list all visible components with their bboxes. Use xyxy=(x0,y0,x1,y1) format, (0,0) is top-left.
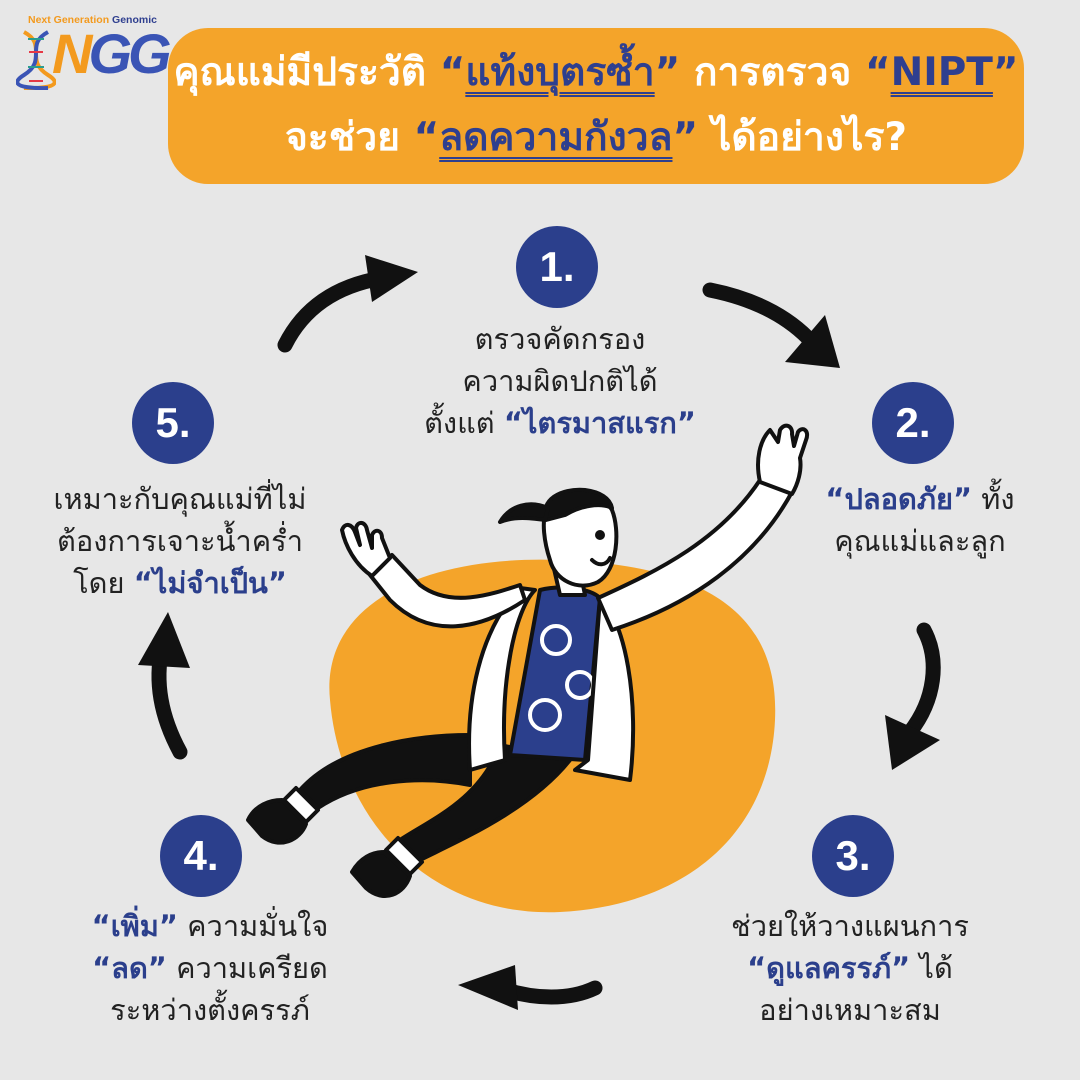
step-5-line-3: โดย “ไม่จำเป็น” xyxy=(10,562,350,604)
step-2-number: 2. xyxy=(872,382,954,464)
arrow-step1-to-step2 xyxy=(702,282,816,346)
step-4-line-2: “ลด” ความเครียด xyxy=(40,947,380,989)
title-line2-post: ได้อย่างไร? xyxy=(698,115,908,160)
step-1-text: ตรวจคัดกรอง ความผิดปกติได้ ตั้งแต่ “ไตรม… xyxy=(370,318,750,444)
title-highlight-nipt: NIPT xyxy=(890,50,993,95)
arrowhead-5 xyxy=(365,255,418,302)
logo-tagline: Next Generation Genomic xyxy=(28,14,157,26)
arrow-heads xyxy=(138,255,940,1010)
step-3-line-3: อย่างเหมาะสม xyxy=(759,993,941,1027)
logo-mark: NGG xyxy=(52,22,172,85)
dna-helix-icon xyxy=(16,30,56,90)
step-4-number: 4. xyxy=(160,815,242,897)
step-3-text: ช่วยให้วางแผนการ “ดูแลครรภ์” ได้ อย่างเห… xyxy=(680,905,1020,1031)
title-line-1: คุณแม่มีประวัติ “แท้งบุตรซ้ำ” การตรวจ “N… xyxy=(168,50,1024,96)
step-1-number: 1. xyxy=(516,226,598,308)
logo-tagline-part1: Next Generation xyxy=(28,14,113,26)
step-5-emphasis: “ไม่จำเป็น” xyxy=(133,566,287,600)
step-3-line-2: “ดูแลครรภ์” ได้ xyxy=(680,947,1020,989)
title-quote: “ xyxy=(439,50,466,95)
step-3-number: 3. xyxy=(812,815,894,897)
step-2-line-1-post: ทั้ง xyxy=(972,482,1015,516)
title-quote: ” xyxy=(654,50,681,95)
step-2-line-1: “ปลอดภัย” ทั้ง xyxy=(760,478,1080,520)
title-quote: “ xyxy=(864,50,891,95)
title-highlight-recurrent-miscarriage: แท้งบุตรซ้ำ xyxy=(465,50,655,95)
arrowhead-4 xyxy=(138,612,190,668)
step-3-line-2-post: ได้ xyxy=(910,951,953,985)
step-5-number: 5. xyxy=(132,382,214,464)
step-4-line-1-post: ความมั่นใจ xyxy=(177,909,329,943)
step-1-emphasis: “ไตรมาสแรก” xyxy=(503,406,696,440)
title-line1-pre: คุณแม่มีประวัติ xyxy=(173,50,440,95)
title-banner xyxy=(168,28,1024,184)
title-line-2: จะช่วย “ลดความกังวล” ได้อย่างไร? xyxy=(168,115,1024,161)
figure-ponytail xyxy=(498,502,550,524)
step-5-line-1: เหมาะกับคุณแม่ที่ไม่ xyxy=(53,482,307,516)
step-2-line-2: คุณแม่และลูก xyxy=(834,524,1006,558)
step-4-line-1: “เพิ่ม” ความมั่นใจ xyxy=(40,905,380,947)
figure-hand-left xyxy=(340,521,392,578)
logo-mark-gg: GG xyxy=(88,22,171,85)
title-quote: ” xyxy=(992,50,1019,95)
logo-mark-n: N xyxy=(52,22,93,85)
step-5-line-3-pre: โดย xyxy=(73,566,134,600)
step-3-line-1: ช่วยให้วางแผนการ xyxy=(731,909,969,943)
figure-hair xyxy=(542,487,614,522)
ngg-logo: Next Generation Genomic NGG xyxy=(10,12,172,90)
step-4-emphasis-reduce: “ลด” xyxy=(92,951,167,985)
title-line1-mid: การตรวจ xyxy=(680,50,865,95)
title-quote: ” xyxy=(672,115,699,160)
figure-shoe-right xyxy=(350,850,412,898)
step-2-emphasis: “ปลอดภัย” xyxy=(825,482,973,516)
step-4-line-3: ระหว่างตั้งครรภ์ xyxy=(110,993,310,1027)
step-1-line-2: ความผิดปกติได้ xyxy=(462,364,658,398)
step-1-line-3: ตั้งแต่ “ไตรมาสแรก” xyxy=(370,402,750,444)
figure-shoe-left xyxy=(246,798,308,845)
title-highlight-reduce-anxiety: ลดความกังวล xyxy=(439,115,673,160)
step-4-emphasis-increase: “เพิ่ม” xyxy=(91,909,178,943)
arrow-step5-to-step1 xyxy=(277,270,390,353)
step-4-text: “เพิ่ม” ความมั่นใจ “ลด” ความเครียด ระหว่… xyxy=(40,905,380,1031)
arrowhead-1 xyxy=(785,315,840,368)
arrow-step2-to-step3 xyxy=(902,622,941,740)
step-5-text: เหมาะกับคุณแม่ที่ไม่ ต้องการเจาะน้ำคร่ำ … xyxy=(10,478,350,604)
figure-hand-right xyxy=(756,423,809,496)
logo-tagline-part2: Genomic xyxy=(112,14,157,26)
title-quote: “ xyxy=(413,115,440,160)
arrowhead-2 xyxy=(885,715,940,770)
figure-coat-left xyxy=(467,586,537,772)
person-in-lab-coat-illustration xyxy=(246,423,809,898)
step-2-text: “ปลอดภัย” ทั้ง คุณแม่และลูก xyxy=(760,478,1080,562)
step-3-emphasis: “ดูแลครรภ์” xyxy=(747,951,911,985)
arrowhead-3 xyxy=(458,965,518,1010)
step-1-line-3-pre: ตั้งแต่ xyxy=(424,406,504,440)
step-4-line-2-post: ความเครียด xyxy=(166,951,328,985)
step-1-line-1: ตรวจคัดกรอง xyxy=(474,322,646,356)
title-line2-pre: จะช่วย xyxy=(284,115,414,160)
step-5-line-2: ต้องการเจาะน้ำคร่ำ xyxy=(57,524,303,558)
